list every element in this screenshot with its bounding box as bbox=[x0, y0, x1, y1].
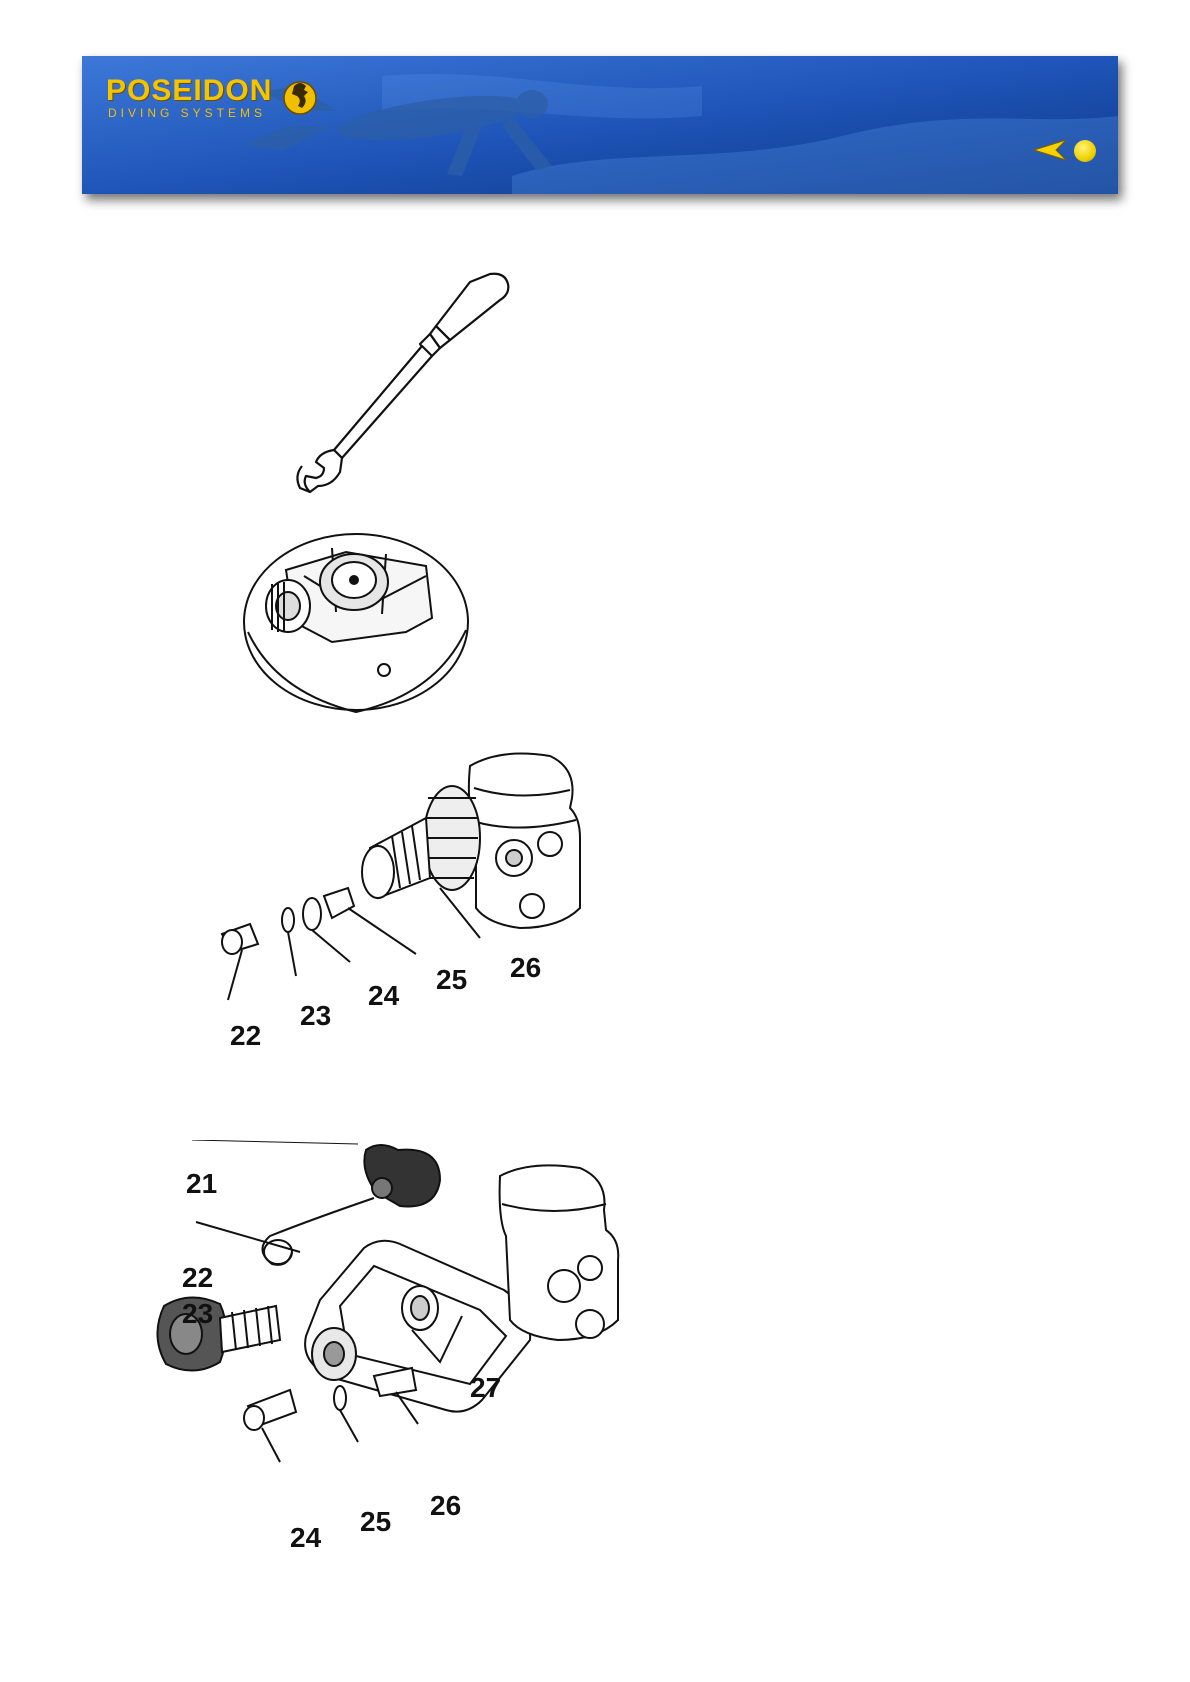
callout-label: 24 bbox=[290, 1524, 321, 1552]
callout-label: 26 bbox=[430, 1492, 461, 1520]
brand-tagline: DIVING SYSTEMS bbox=[108, 106, 266, 120]
header-banner: POSEIDON DIVING SYSTEMS bbox=[82, 56, 1118, 194]
home-dot-icon[interactable] bbox=[1074, 140, 1096, 162]
seahorse-emblem-icon bbox=[280, 76, 320, 116]
brand-logo-text: POSEIDON bbox=[106, 74, 272, 108]
wrench-tool-figure bbox=[290, 262, 550, 512]
callout-label: 26 bbox=[510, 954, 541, 982]
callout-label: 21 bbox=[186, 1170, 217, 1198]
callout-label: 27 bbox=[470, 1374, 501, 1402]
callout-label: 25 bbox=[436, 966, 467, 994]
callout-label: 23 bbox=[300, 1002, 331, 1030]
callout-label: 25 bbox=[360, 1508, 391, 1536]
callout-label: 22 bbox=[182, 1264, 213, 1292]
callout-label: 24 bbox=[368, 982, 399, 1010]
callout-label: 22 bbox=[230, 1022, 261, 1050]
callout-label: 23 bbox=[182, 1300, 213, 1328]
regulator-cap-figure bbox=[236, 522, 476, 722]
exploded-view-figure-2 bbox=[150, 1140, 630, 1560]
back-arrow-icon[interactable] bbox=[1032, 138, 1068, 162]
exploded-view-figure-1 bbox=[220, 738, 620, 1058]
